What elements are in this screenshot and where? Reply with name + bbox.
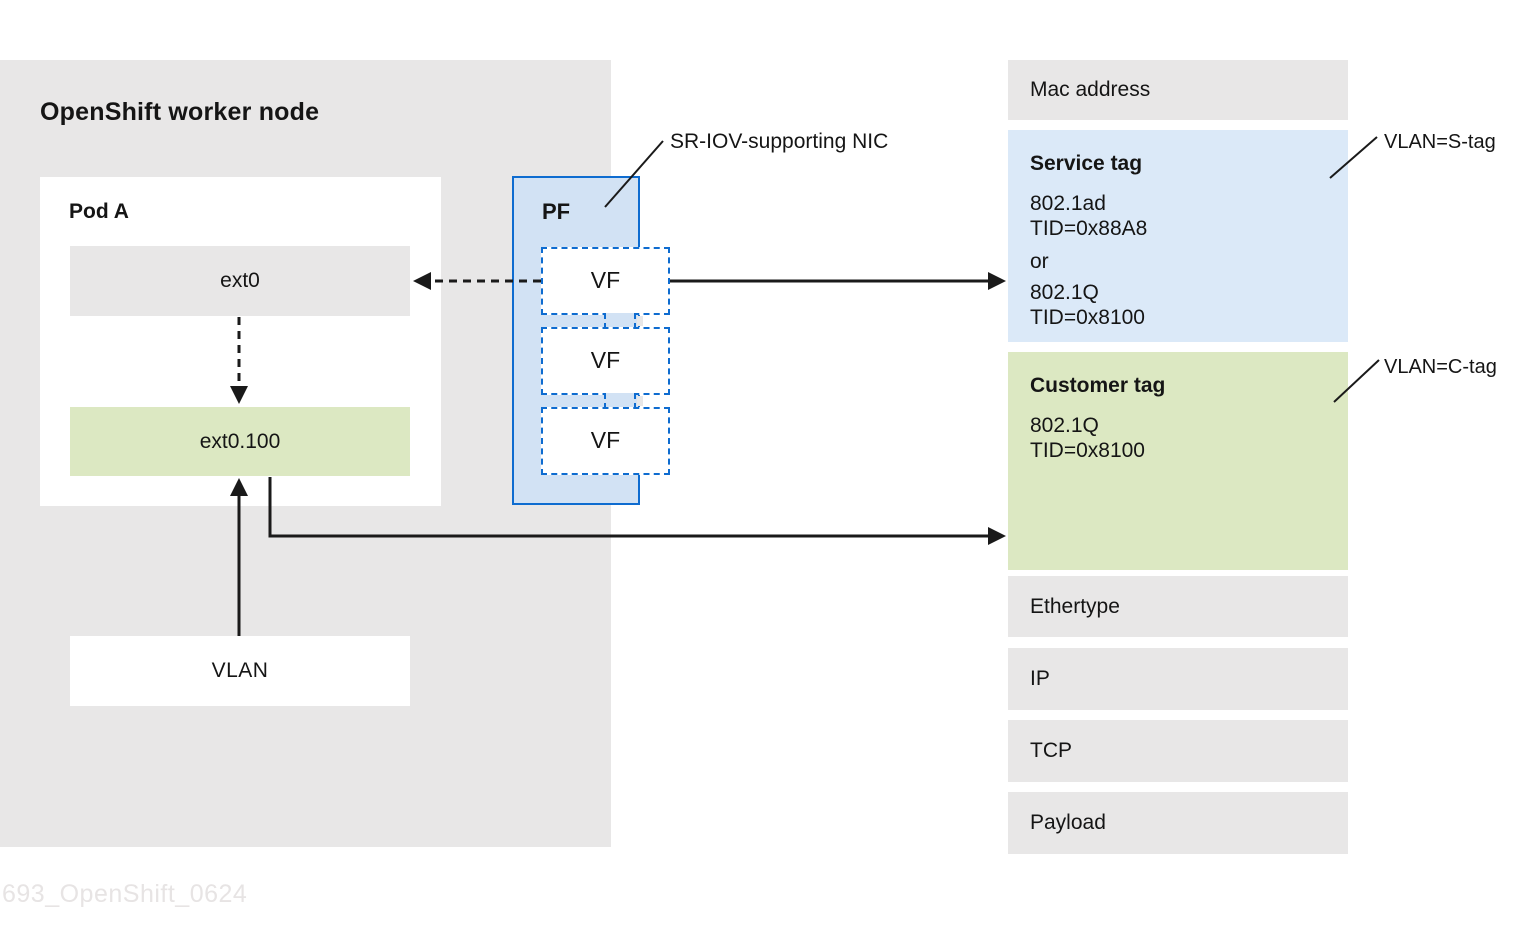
vf-box-2: VF	[541, 327, 670, 395]
service-tag-line: 802.1ad	[1030, 192, 1106, 215]
vlan-s-tag-annotation: VLAN=S-tag	[1384, 131, 1496, 153]
packet-field-tcp: TCP	[1008, 720, 1348, 782]
service-tag-line-or: or	[1030, 250, 1049, 273]
packet-field-customer-tag: Customer tag 802.1Q TID=0x8100	[1008, 352, 1348, 570]
packet-field-mac-address: Mac address	[1008, 60, 1348, 120]
pod-a-title: Pod A	[69, 200, 129, 223]
packet-field-payload: Payload	[1008, 792, 1348, 854]
packet-field-ethertype: Ethertype	[1008, 576, 1348, 637]
customer-tag-title: Customer tag	[1030, 374, 1166, 397]
vf-connector-tab-1	[604, 313, 636, 329]
interface-ext0-100: ext0.100	[70, 407, 410, 476]
pf-border-notch-1	[637, 316, 643, 326]
vlan-box: VLAN	[70, 636, 410, 706]
interface-ext0: ext0	[70, 246, 410, 316]
pf-label: PF	[542, 199, 571, 224]
watermark-text: 693_OpenShift_0624	[2, 880, 248, 908]
customer-tag-line: TID=0x8100	[1030, 439, 1145, 462]
sriov-nic-annotation: SR-IOV-supporting NIC	[670, 130, 889, 153]
vf-box-1: VF	[541, 247, 670, 315]
service-tag-line: TID=0x88A8	[1030, 217, 1148, 240]
vlan-c-tag-annotation: VLAN=C-tag	[1384, 356, 1497, 378]
service-tag-title: Service tag	[1030, 152, 1143, 175]
pf-border-notch-2	[637, 396, 643, 406]
vf-to-service-tag-arrow	[670, 272, 1006, 290]
service-tag-line: 802.1Q	[1030, 281, 1099, 304]
service-tag-line: TID=0x8100	[1030, 306, 1145, 329]
packet-field-ip: IP	[1008, 648, 1348, 710]
packet-field-service-tag: Service tag 802.1ad TID=0x88A8 or 802.1Q…	[1008, 130, 1348, 342]
customer-tag-line: 802.1Q	[1030, 414, 1099, 437]
worker-node-title: OpenShift worker node	[40, 98, 320, 126]
vf-connector-tab-2	[604, 393, 636, 409]
vf-box-3: VF	[541, 407, 670, 475]
